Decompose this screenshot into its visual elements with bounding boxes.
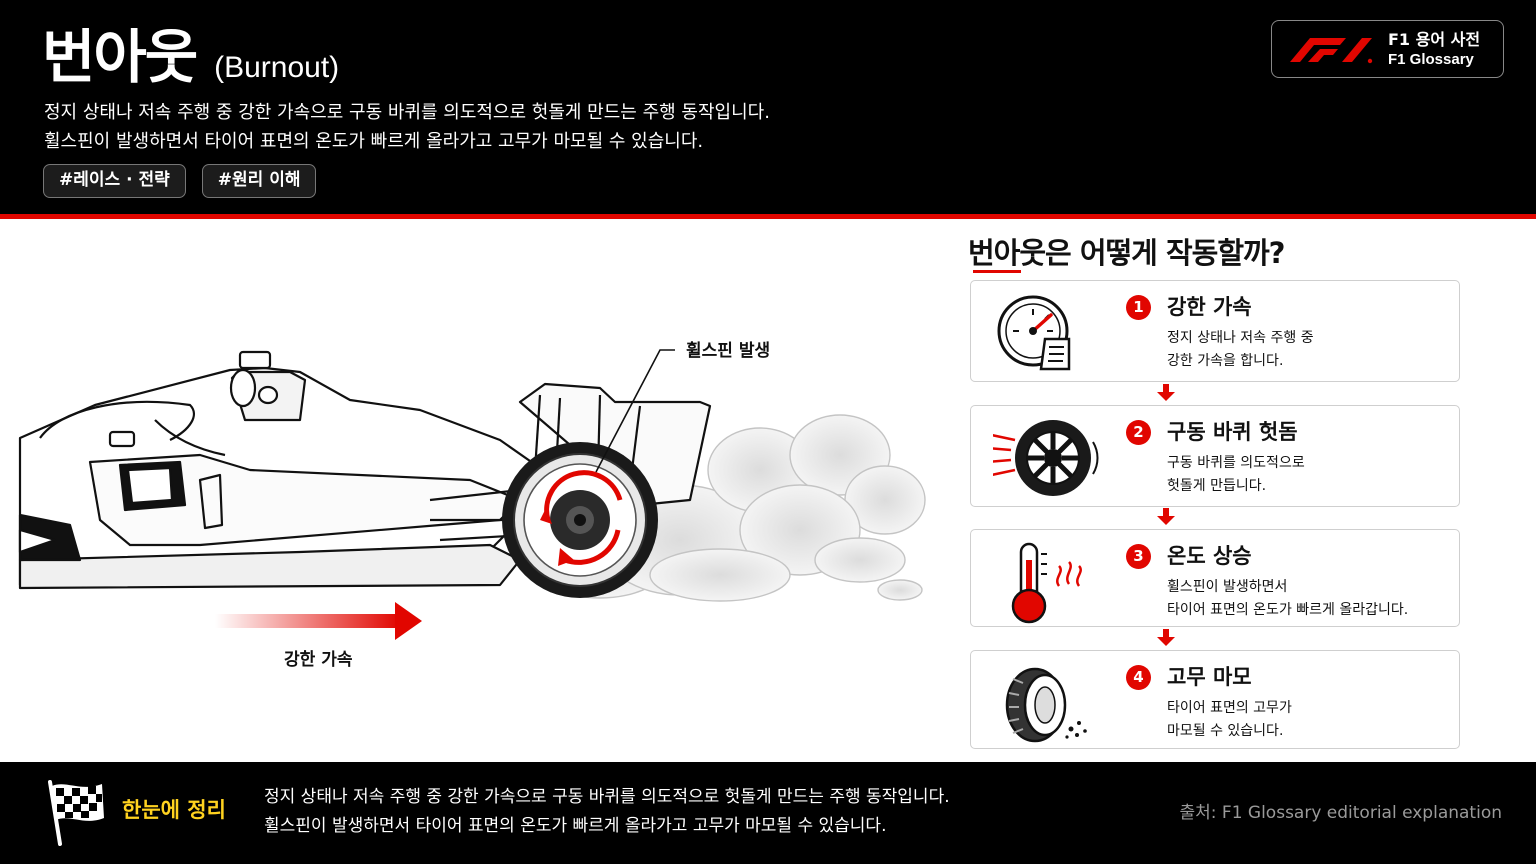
worn-tire-icon — [1005, 667, 1087, 743]
down-arrow-icon — [1157, 508, 1175, 525]
page-title: 번아웃 — [42, 23, 198, 91]
step-desc-line: 휠스핀이 발생하면서 — [1167, 579, 1288, 595]
step-desc-line: 구동 바퀴를 의도적으로 — [1167, 455, 1305, 471]
step-desc-4: 타이어 표면의 고무가 마모될 수 있습니다. — [1167, 697, 1292, 743]
rear-wheel — [502, 442, 658, 598]
brand-text: F1 용어 사전 F1 Glossary — [1388, 29, 1480, 70]
tire-smoke — [529, 414, 926, 602]
step-desc-line: 헛돌게 만듭니다. — [1167, 478, 1267, 494]
thermometer-icon — [1011, 542, 1082, 624]
step-desc-1: 정지 상태나 저속 주행 중 강한 가속을 합니다. — [1167, 327, 1314, 373]
summary-line: 휠스핀이 발생하면서 타이어 표면의 온도가 빠르게 올라가고 고무가 마모될 … — [264, 816, 887, 836]
speedometer-icon — [997, 295, 1071, 371]
step-desc-line: 강한 가속을 합니다. — [1167, 353, 1284, 369]
step-desc-3: 휠스핀이 발생하면서 타이어 표면의 온도가 빠르게 올라갑니다. — [1167, 576, 1408, 622]
step-desc-line: 타이어 표면의 온도가 빠르게 올라갑니다. — [1167, 602, 1409, 618]
step-number-4: 4 — [1126, 665, 1151, 690]
acceleration-label: 강한 가속 — [284, 650, 353, 670]
acceleration-arrow — [215, 602, 422, 640]
page-title-english: (Burnout) — [214, 51, 340, 84]
header: 번아웃 (Burnout) 정지 상태나 저속 주행 중 강한 가속으로 구동 … — [0, 0, 1536, 214]
step-card-3: 3 온도 상승 휠스핀이 발생하면서 타이어 표면의 온도가 빠르게 올라갑니다… — [970, 529, 1460, 627]
step-number-2: 2 — [1126, 420, 1151, 445]
brand-title-ko: F1 용어 사전 — [1388, 29, 1481, 49]
step-card-4: 4 고무 마모 타이어 표면의 고무가 마모될 수 있습니다. — [970, 650, 1460, 749]
summary-title: 한눈에 정리 — [122, 798, 226, 822]
wheelspin-leader-line — [595, 349, 675, 473]
checkered-flag-icon — [48, 780, 104, 846]
summary-line: 정지 상태나 저속 주행 중 강한 가속으로 구동 바퀴를 의도적으로 헛돌게 … — [264, 787, 950, 807]
step-number-1: 1 — [1126, 295, 1151, 320]
description-line: 정지 상태나 저속 주행 중 강한 가속으로 구동 바퀴를 의도적으로 헛돌게 … — [44, 102, 770, 123]
step-title-2: 구동 바퀴 헛돔 — [1167, 420, 1298, 444]
description: 정지 상태나 저속 주행 중 강한 가속으로 구동 바퀴를 의도적으로 헛돌게 … — [44, 98, 770, 156]
panel-title-underline — [973, 270, 1021, 273]
brand-badge: F1 용어 사전 F1 Glossary — [1271, 20, 1504, 78]
wheelspin-label: 휠스핀 발생 — [686, 341, 771, 361]
step-card-2: 2 구동 바퀴 헛돔 구동 바퀴를 의도적으로 헛돌게 만듭니다. — [970, 405, 1460, 507]
step-title-1: 강한 가속 — [1167, 295, 1252, 319]
step-desc-2: 구동 바퀴를 의도적으로 헛돌게 만듭니다. — [1167, 452, 1305, 498]
brand-title-en: F1 Glossary — [1388, 50, 1474, 68]
step-desc-line: 타이어 표면의 고무가 — [1167, 700, 1292, 716]
tag-principle[interactable]: #원리 이해 — [201, 164, 317, 198]
f1-logo-icon — [1290, 38, 1373, 64]
step-desc-line: 정지 상태나 저속 주행 중 — [1167, 330, 1314, 346]
summary-footer: 한눈에 정리 정지 상태나 저속 주행 중 강한 가속으로 구동 바퀴를 의도적… — [0, 762, 1536, 864]
source-credit: 출처: F1 Glossary editorial explanation — [1179, 803, 1503, 823]
step-title-3: 온도 상승 — [1167, 544, 1252, 568]
down-arrow-icon — [1157, 629, 1175, 646]
header-divider — [0, 214, 1536, 219]
summary-text: 정지 상태나 저속 주행 중 강한 가속으로 구동 바퀴를 의도적으로 헛돌게 … — [264, 783, 950, 841]
step-desc-line: 마모될 수 있습니다. — [1167, 723, 1284, 739]
down-arrow-icon — [1157, 384, 1175, 401]
spinning-wheel-icon — [993, 420, 1099, 496]
tag-list: #레이스 · 전략 #원리 이해 — [43, 164, 317, 198]
step-number-3: 3 — [1126, 544, 1151, 569]
description-line: 휠스핀이 발생하면서 타이어 표면의 온도가 빠르게 올라가고 고무가 마모될 … — [44, 131, 704, 152]
burnout-car-illustration — [18, 349, 926, 640]
step-card-1: 1 강한 가속 정지 상태나 저속 주행 중 강한 가속을 합니다. — [970, 280, 1460, 382]
f1-car-body — [18, 350, 712, 590]
step-title-4: 고무 마모 — [1167, 665, 1252, 689]
panel-title: 번아웃은 어떻게 작동할까? — [968, 236, 1285, 270]
tag-race-strategy[interactable]: #레이스 · 전략 — [43, 164, 186, 198]
title-row: 번아웃 (Burnout) — [42, 22, 339, 92]
